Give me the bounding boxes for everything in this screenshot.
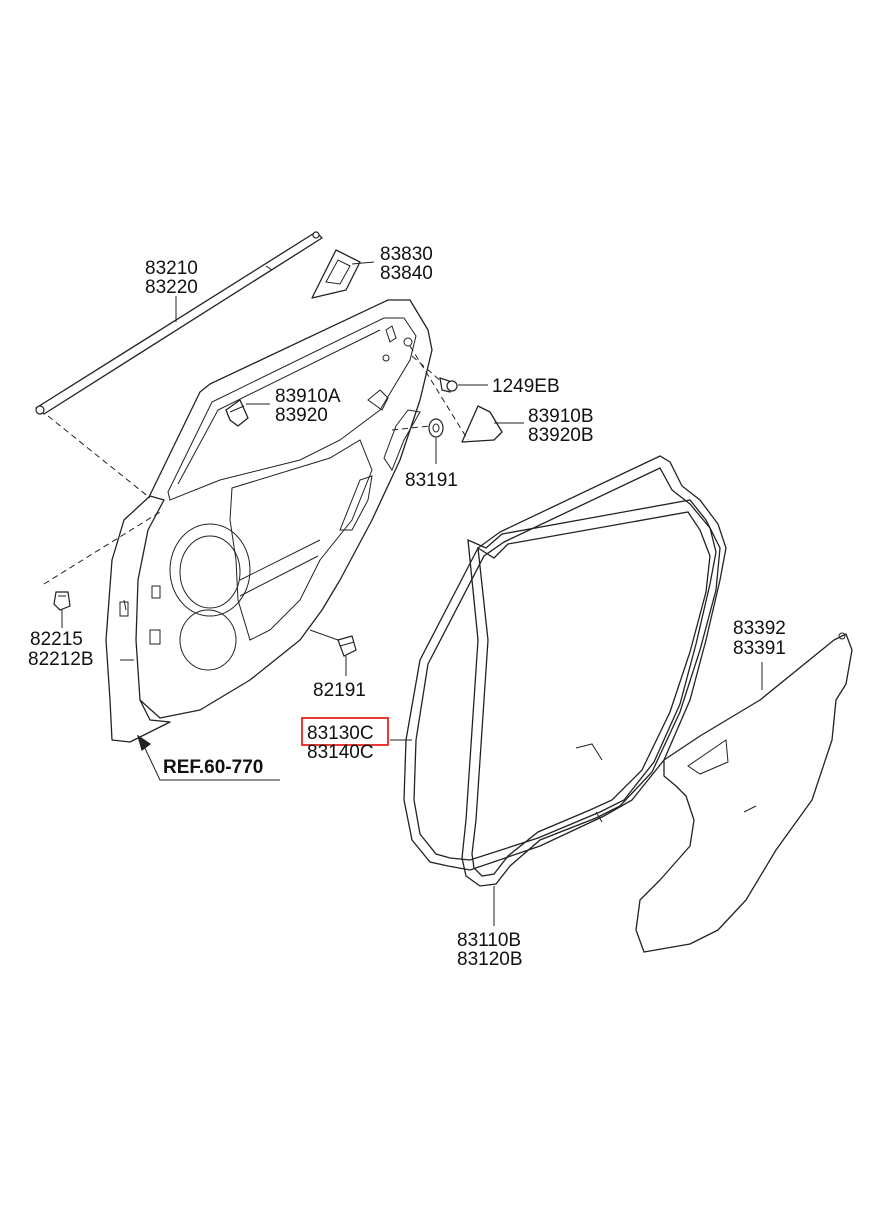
- delta-moulding-part: [311, 249, 361, 299]
- mirror-cover-83910B: [461, 405, 503, 443]
- label-82191[interactable]: 82191: [313, 680, 366, 701]
- highlight-box: [301, 717, 389, 746]
- ref-line-clip: [43, 511, 161, 585]
- door-panel-part: [105, 299, 433, 743]
- label-83840[interactable]: 83840: [380, 263, 433, 284]
- label-83110B[interactable]: 83110B: [457, 930, 521, 951]
- label-83210[interactable]: 83210: [145, 258, 198, 279]
- leader-83830: [351, 261, 375, 265]
- label-ref-60-770[interactable]: REF.60-770: [163, 757, 263, 778]
- label-83140C[interactable]: 83140C: [307, 742, 374, 763]
- cap-82191: [337, 635, 357, 657]
- label-83392[interactable]: 83392: [733, 618, 786, 639]
- label-83910A[interactable]: 83910A: [275, 386, 341, 407]
- grommet-83191: [428, 418, 444, 438]
- fastener-1249EB: [439, 377, 458, 393]
- label-83830[interactable]: 83830: [380, 244, 433, 265]
- label-83920[interactable]: 83920: [275, 405, 328, 426]
- label-1249EB[interactable]: 1249EB: [492, 376, 560, 397]
- ref-line-mirror: [409, 345, 469, 441]
- label-83391[interactable]: 83391: [733, 638, 786, 659]
- label-82212B[interactable]: 82212B: [28, 649, 94, 670]
- weatherstrip-outer-83130C: [403, 455, 727, 871]
- weatherstrip-inner-83110B: [461, 499, 721, 887]
- ref-line-grommet: [391, 425, 431, 431]
- trim-pad-83392: [635, 632, 853, 953]
- ref-leader: [141, 741, 280, 781]
- label-83120B[interactable]: 83120B: [457, 949, 523, 970]
- belt-moulding-part: [35, 231, 323, 415]
- leader-83910A-2: [229, 405, 245, 413]
- label-83191[interactable]: 83191: [405, 470, 458, 491]
- label-83910B[interactable]: 83910B: [528, 406, 594, 427]
- label-82215[interactable]: 82215: [30, 629, 83, 650]
- label-83220[interactable]: 83220: [145, 277, 198, 298]
- ref-line-moulding: [47, 415, 151, 499]
- clip-82215: [53, 591, 71, 611]
- ref-arrow-icon: [136, 734, 152, 752]
- ref-line-bolt: [411, 355, 443, 383]
- label-83130C[interactable]: 83130C: [307, 723, 374, 744]
- label-83920B[interactable]: 83920B: [528, 425, 594, 446]
- leader-82191-door: [309, 629, 339, 641]
